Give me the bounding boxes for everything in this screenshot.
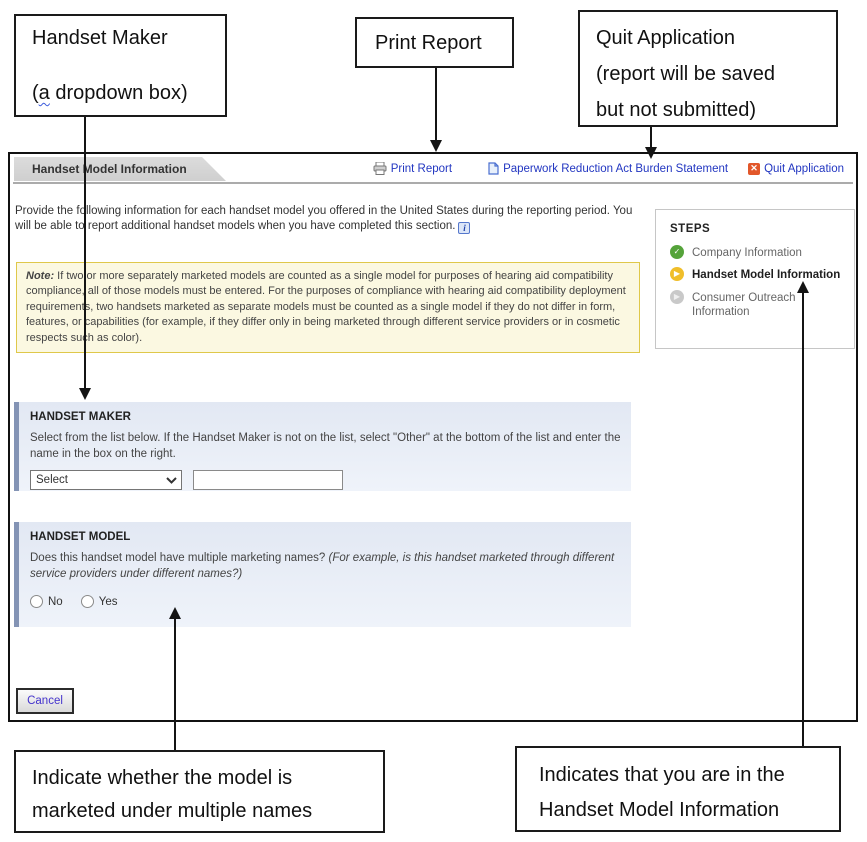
arrowhead-multiple-names bbox=[169, 607, 181, 619]
arrow-line-print-report bbox=[435, 68, 437, 141]
printer-icon bbox=[373, 162, 387, 175]
chevron-down-icon bbox=[166, 476, 177, 484]
handset-maker-instructions: Select from the list below. If the Hands… bbox=[30, 432, 621, 461]
arrow-line-quit-application bbox=[650, 127, 652, 148]
quit-icon: ✕ bbox=[748, 162, 761, 175]
arrow-circle-icon: ▶ bbox=[670, 267, 684, 282]
radio-yes-circle bbox=[80, 595, 94, 609]
handset-maker-section: HANDSET MAKER Select from the list below… bbox=[14, 402, 631, 491]
info-icon[interactable]: i bbox=[458, 222, 471, 235]
callout-quit-application: Quit Application (report will be saved b… bbox=[578, 10, 838, 127]
arrow-line-handset-maker bbox=[84, 117, 86, 389]
step-consumer-outreach-information: ▶ Consumer Outreach Information bbox=[670, 289, 844, 320]
step-company-information: ✓ Company Information bbox=[670, 245, 844, 260]
page-title: Handset Model Information bbox=[32, 162, 187, 176]
radio-no[interactable]: No bbox=[30, 595, 63, 609]
note-label: Note: bbox=[26, 270, 55, 282]
form-window: Handset Model Information Print Report P… bbox=[8, 152, 858, 722]
callout-handset-maker-title: Handset Maker bbox=[32, 27, 168, 49]
header-divider bbox=[13, 182, 853, 184]
callout-print-report: Print Report bbox=[355, 17, 514, 68]
arrowhead-print-report bbox=[430, 140, 442, 152]
arrow-line-current-step bbox=[802, 292, 804, 746]
handset-model-section: HANDSET MODEL Does this handset model ha… bbox=[14, 522, 631, 627]
steps-title: STEPS bbox=[670, 223, 711, 235]
callout-current-step: Indicates that you are in the Handset Mo… bbox=[515, 746, 841, 832]
spellcheck-squiggle: a bbox=[38, 82, 50, 104]
arrow-line-multiple-names bbox=[174, 618, 176, 750]
callout-handset-maker: Handset Maker (a dropdown box) bbox=[14, 14, 227, 117]
print-report-link[interactable]: Print Report bbox=[373, 162, 452, 175]
handset-maker-title: HANDSET MAKER bbox=[30, 411, 131, 423]
steps-panel: STEPS ✓ Company Information ▶ Handset Mo… bbox=[655, 209, 855, 349]
check-circle-icon: ✓ bbox=[670, 245, 684, 259]
paperwork-statement-link[interactable]: Paperwork Reduction Act Burden Statement bbox=[488, 162, 728, 175]
callout-multiple-names: Indicate whether the model is marketed u… bbox=[14, 750, 385, 833]
arrowhead-current-step bbox=[797, 281, 809, 293]
handset-maker-other-input[interactable] bbox=[193, 470, 343, 491]
question-example: (For example, is this handset marketed t… bbox=[30, 552, 615, 581]
quit-application-link[interactable]: ✕ Quit Application bbox=[748, 162, 844, 175]
callout-handset-maker-sub: (a dropdown box) bbox=[32, 82, 188, 104]
step-handset-model-information: ▶ Handset Model Information bbox=[670, 267, 844, 282]
radio-yes[interactable]: Yes bbox=[80, 595, 117, 609]
header-links: Print Report Paperwork Reduction Act Bur… bbox=[373, 162, 844, 175]
note-box: Note: If two or more separately marketed… bbox=[16, 262, 640, 353]
cancel-button[interactable]: Cancel bbox=[16, 688, 74, 714]
handset-maker-select[interactable]: Select bbox=[30, 470, 182, 491]
intro-paragraph: Provide the following information for ea… bbox=[15, 205, 633, 235]
arrow-circle-icon: ▶ bbox=[670, 289, 684, 304]
page-tab: Handset Model Information bbox=[14, 157, 226, 181]
document-icon bbox=[488, 162, 499, 175]
radio-no-circle bbox=[30, 595, 43, 609]
handset-model-title: HANDSET MODEL bbox=[30, 531, 131, 543]
marketing-names-radio-group: No Yes bbox=[30, 595, 620, 609]
handset-maker-select-value: Select bbox=[36, 474, 68, 487]
handset-model-question: Does this handset model have multiple ma… bbox=[30, 552, 615, 581]
arrowhead-quit-application bbox=[645, 147, 657, 159]
arrowhead-handset-maker bbox=[79, 388, 91, 400]
